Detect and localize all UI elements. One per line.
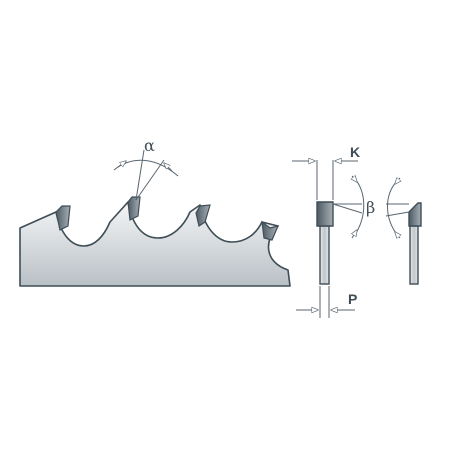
tooth-tip-2 xyxy=(127,196,141,221)
kerf-label: K xyxy=(350,144,360,160)
carbide-tip-right xyxy=(408,202,422,227)
tooth-front-view-right xyxy=(408,202,422,285)
rake-tooth-face-line xyxy=(135,159,165,201)
plate-thickness-label: P xyxy=(348,291,357,307)
tooth-tip-3 xyxy=(195,204,211,227)
carbide-tip-left xyxy=(316,201,334,227)
plate-thickness-dimension xyxy=(296,286,355,318)
tooth-tip-1 xyxy=(55,205,71,231)
clearance-angle-annotation xyxy=(332,176,410,238)
rake-reference-line xyxy=(135,149,145,201)
rake-angle-annotation xyxy=(113,149,179,201)
tooth-tip-4 xyxy=(261,220,280,241)
tooth-front-view-left xyxy=(316,201,334,285)
rake-angle-label: α xyxy=(144,136,155,155)
rake-arc xyxy=(113,159,179,177)
clearance-angle-label: β xyxy=(366,198,375,217)
blade-side-profile xyxy=(19,196,291,287)
plate-left xyxy=(319,225,330,285)
kerf-dimension xyxy=(292,160,358,200)
plate-right xyxy=(409,225,419,285)
